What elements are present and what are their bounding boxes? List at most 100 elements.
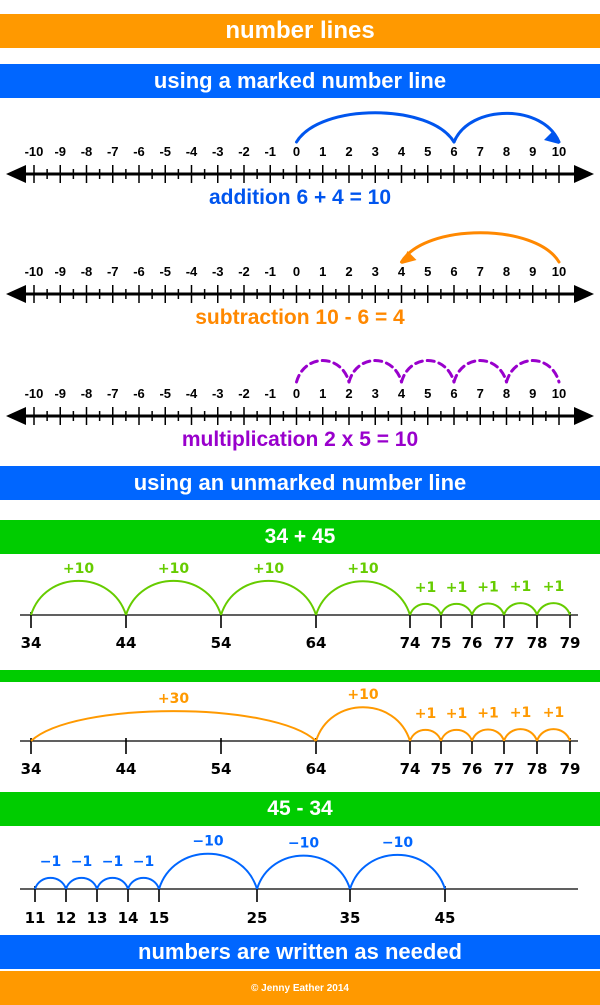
copyright-bar: © Jenny Eather 2014 <box>0 971 600 1005</box>
tick-label: -2 <box>238 386 250 401</box>
tick-label: 79 <box>560 760 581 778</box>
tick-label: 9 <box>529 264 536 279</box>
tick-label: 74 <box>400 760 421 778</box>
tick-label: -5 <box>159 386 171 401</box>
tick-label: 75 <box>431 634 452 652</box>
tick-label: 75 <box>431 760 452 778</box>
tick-label: 11 <box>25 909 46 927</box>
tick-label: 3 <box>372 144 379 159</box>
jump-label: −10 <box>288 836 319 852</box>
tick-label: 7 <box>477 386 484 401</box>
jump-label: +1 <box>446 706 467 722</box>
jump-label: +10 <box>63 561 94 577</box>
jump-label: +10 <box>347 687 378 703</box>
equation-caption: multiplication 2 x 5 = 10 <box>182 428 418 451</box>
jump-label: −1 <box>40 854 61 870</box>
jump-arc <box>471 728 505 742</box>
jump-label: +10 <box>347 561 378 577</box>
arrowhead-icon <box>401 251 417 264</box>
tick-label: -5 <box>159 144 171 159</box>
tick-label: 12 <box>56 909 77 927</box>
section-unmarked-bar: using an unmarked number line <box>0 466 600 500</box>
tick-label: 45 <box>435 909 456 927</box>
tick-label: -1 <box>264 144 276 159</box>
jump-arc <box>34 876 67 890</box>
tick-label: 44 <box>116 760 137 778</box>
tick-label: 6 <box>450 144 457 159</box>
tick-label: -2 <box>238 264 250 279</box>
right-arrow-icon <box>574 407 594 425</box>
tick-label: 44 <box>116 634 137 652</box>
example-subtraction-heading: 45 - 34 <box>267 797 333 820</box>
tick-label: -7 <box>107 386 119 401</box>
jump-arc <box>536 602 571 616</box>
page-title: number lines <box>225 17 375 44</box>
tick-label: -6 <box>133 264 145 279</box>
tick-label: -10 <box>25 386 44 401</box>
tick-label: 1 <box>319 264 326 279</box>
jump-arc <box>65 876 98 890</box>
tick-label: 0 <box>293 386 300 401</box>
jump-arc <box>347 359 403 384</box>
jump-arc <box>440 728 473 742</box>
title-bar: number lines <box>0 14 600 48</box>
jump-arc <box>96 876 129 890</box>
example-divider-bar <box>0 670 600 682</box>
tick-label: 10 <box>552 386 566 401</box>
jump-label: +1 <box>510 705 531 721</box>
jump-arc <box>315 706 411 742</box>
tick-label: 8 <box>503 264 510 279</box>
tick-label: 77 <box>494 634 515 652</box>
tick-label: 34 <box>21 760 42 778</box>
section-unmarked-heading: using an unmarked number line <box>133 470 467 495</box>
jump-label: +1 <box>415 706 436 722</box>
tick-label: -9 <box>54 386 66 401</box>
jump-label: +1 <box>510 579 531 595</box>
tick-label: -5 <box>159 264 171 279</box>
jump-arc <box>505 359 561 384</box>
tick-label: 10 <box>552 264 566 279</box>
tick-label: 4 <box>398 386 406 401</box>
tick-label: -6 <box>133 144 145 159</box>
example-addition-heading-bar: 34 + 45 <box>0 520 600 554</box>
tick-label: 8 <box>503 386 510 401</box>
jump-arc <box>295 111 456 144</box>
equation-caption: subtraction 10 - 6 = 4 <box>195 306 405 329</box>
tick-label: 2 <box>345 144 352 159</box>
jump-arc <box>503 728 538 742</box>
jump-label: +10 <box>158 561 189 577</box>
jump-label: +1 <box>477 579 498 595</box>
tick-label: 77 <box>494 760 515 778</box>
jump-arc <box>440 602 473 616</box>
tick-label: 2 <box>345 386 352 401</box>
tick-label: 1 <box>319 386 326 401</box>
tick-label: 1 <box>319 144 326 159</box>
tick-label: 54 <box>211 760 232 778</box>
jump-label: +1 <box>543 705 564 721</box>
tick-label: 4 <box>398 264 406 279</box>
tick-label: 34 <box>21 634 42 652</box>
tick-label: 76 <box>462 760 483 778</box>
tick-label: -8 <box>81 386 93 401</box>
left-arrow-icon <box>6 407 26 425</box>
tick-label: 5 <box>424 264 431 279</box>
tick-label: 78 <box>527 634 548 652</box>
tick-label: 79 <box>560 634 581 652</box>
tick-label: 54 <box>211 634 232 652</box>
tick-label: 3 <box>372 386 379 401</box>
left-arrow-icon <box>6 165 26 183</box>
tick-label: 9 <box>529 386 536 401</box>
tick-label: -8 <box>81 144 93 159</box>
right-arrow-icon <box>574 285 594 303</box>
jump-arc <box>400 359 456 384</box>
tick-label: 6 <box>450 264 457 279</box>
tick-label: 7 <box>477 264 484 279</box>
tick-label: -8 <box>81 264 93 279</box>
jump-label: +1 <box>415 580 436 596</box>
tick-label: 13 <box>87 909 108 927</box>
tick-label: 25 <box>247 909 268 927</box>
jump-arc <box>409 602 442 616</box>
tick-label: 4 <box>398 144 406 159</box>
